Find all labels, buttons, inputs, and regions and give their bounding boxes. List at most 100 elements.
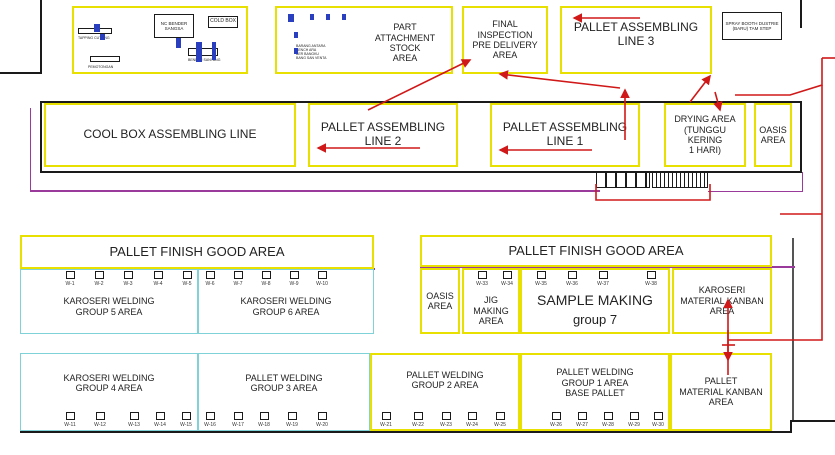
welding-station-label: W-28 [602, 422, 614, 428]
blue-machine-icon [196, 42, 202, 62]
welding-station-label: W-7 [233, 281, 243, 287]
pallet-finish-good-left: PALLET FINISH GOOD AREA [20, 235, 374, 269]
flow-to-final-inspection [498, 70, 621, 89]
welding-station-label: W-3 [123, 281, 133, 287]
pemotongan-machine [90, 56, 120, 62]
bender-sanyang-label: BENDER SANYANG [188, 58, 221, 62]
blue-machine-icon [326, 14, 330, 20]
wall-bottom-left [20, 431, 790, 433]
welding-station-icon [95, 271, 104, 279]
wall-bottom-right-step [790, 420, 792, 433]
karoseri-welding-group-6: KAROSERI WELDING GROUP 6 AREA [198, 269, 374, 334]
welding-station-icon [206, 271, 215, 279]
welding-station-label: W-16 [204, 422, 216, 428]
welding-station-icon [578, 412, 587, 420]
welding-station-label: W-11 [64, 422, 76, 428]
drying-rack-right [652, 172, 708, 188]
blue-machine-icon [294, 48, 298, 54]
welding-station-label: W-12 [94, 422, 106, 428]
welding-station-label: W-33 [476, 281, 488, 287]
welding-station-label: W-29 [628, 422, 640, 428]
welding-station-icon [66, 412, 75, 420]
welding-station-icon [262, 271, 271, 279]
welding-station-icon [414, 412, 423, 420]
welding-station-label: W-14 [154, 422, 166, 428]
pallet-welding-group-2: PALLET WELDING GROUP 2 AREA [370, 353, 520, 431]
flow-right-down [728, 85, 823, 341]
welding-station-label: W-30 [652, 422, 664, 428]
welding-station-label: W-18 [258, 422, 270, 428]
blue-machine-icon [176, 38, 181, 48]
sample-making-title: SAMPLE MAKING [537, 292, 653, 308]
welding-station-label: W-5 [182, 281, 192, 287]
wall-mid-bottom [40, 171, 802, 173]
welding-station-label: W-13 [128, 422, 140, 428]
welding-station-label: W-2 [94, 281, 104, 287]
welding-station-icon [234, 412, 243, 420]
cold-box-machine: COLD BOX [208, 16, 238, 28]
welding-station-icon [382, 412, 391, 420]
welding-station-label: W-21 [380, 422, 392, 428]
welding-station-label: W-4 [153, 281, 163, 287]
flow-line2-to-top [367, 59, 472, 111]
purple-finish-line-right [420, 266, 795, 268]
welding-station-label: W-19 [286, 422, 298, 428]
welding-station-label: W-22 [412, 422, 424, 428]
wall-mid-right [800, 101, 802, 173]
welding-station-icon [318, 271, 327, 279]
purple-corridor-bottom [30, 190, 600, 192]
welding-station-icon [654, 412, 663, 420]
welding-station-icon [260, 412, 269, 420]
welding-station-icon [130, 412, 139, 420]
pallet-assembling-line-1: PALLET ASSEMBLING LINE 1 [490, 103, 640, 167]
welding-station-icon [442, 412, 451, 420]
welding-station-icon [66, 271, 75, 279]
karoseri-material-kanban: KAROSERI MATERIAL KANBAN AREA [672, 268, 772, 334]
flow-right-loop [735, 58, 823, 96]
welding-station-icon [552, 412, 561, 420]
welding-station-icon [290, 271, 299, 279]
welding-station-icon [154, 271, 163, 279]
welding-station-icon [183, 271, 192, 279]
welding-station-label: W-9 [289, 281, 299, 287]
flow-rack-loop [595, 184, 711, 201]
machine-area [72, 6, 248, 74]
blue-machine-icon [294, 32, 298, 38]
pemotongan-label: PEMOTONGAN [88, 65, 114, 69]
oasis-area-mid: OASIS AREA [420, 268, 460, 334]
welding-station-icon [496, 412, 505, 420]
blue-machine-icon [100, 34, 105, 40]
welding-station-icon [604, 412, 613, 420]
blue-machine-icon [212, 42, 216, 60]
welding-station-icon [568, 271, 577, 279]
blue-machine-icon [94, 24, 100, 32]
drying-area: DRYING AREA (TUNGGU KERING 1 HARI) [664, 103, 746, 167]
sample-making-group: group 7 [572, 312, 618, 327]
welding-station-label: W-17 [232, 422, 244, 428]
welding-station-label: W-27 [576, 422, 588, 428]
welding-station-icon [630, 412, 639, 420]
blue-machine-icon [288, 14, 294, 22]
welding-station-icon [647, 271, 656, 279]
pallet-welding-group-3: PALLET WELDING GROUP 3 AREA [198, 353, 370, 431]
welding-station-label: W-37 [597, 281, 609, 287]
welding-station-icon [318, 412, 327, 420]
pallet-material-kanban: PALLET MATERIAL KANBAN AREA [670, 353, 772, 431]
oasis-area-top: OASIS AREA [754, 103, 792, 167]
blue-machine-icon [310, 14, 314, 20]
part-attachment-area [275, 6, 453, 74]
welding-station-label: W-10 [316, 281, 328, 287]
welding-station-icon [124, 271, 133, 279]
welding-station-label: W-25 [494, 422, 506, 428]
welding-station-icon [478, 271, 487, 279]
nc-bender-machine: NC BENDER SANGSA [154, 14, 194, 38]
welding-station-label: W-20 [316, 422, 328, 428]
bender-sanyang-machine [188, 48, 218, 56]
drying-rack-left [596, 172, 650, 188]
welding-station-icon [599, 271, 608, 279]
stock-note: BARANG ANTARA BENCH ARA BER BANGKU BANG … [296, 44, 327, 60]
welding-station-icon [468, 412, 477, 420]
blue-machine-icon [342, 14, 346, 20]
karoseri-welding-group-4: KAROSERI WELDING GROUP 4 AREA [20, 353, 198, 431]
